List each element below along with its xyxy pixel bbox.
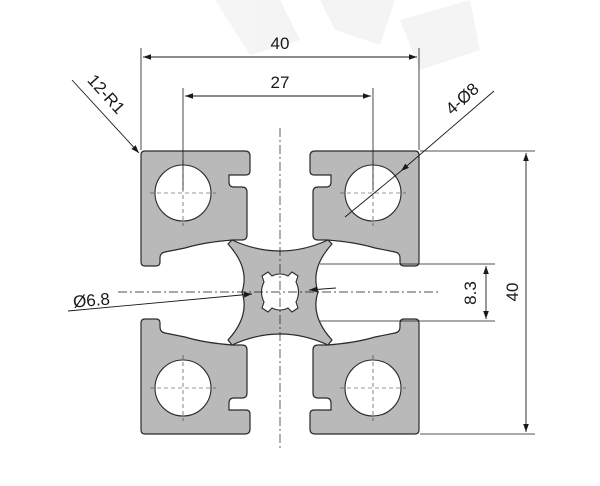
- hole-bottom-left: [154, 359, 212, 417]
- leader-corner-radius: 12-R1: [71, 71, 140, 154]
- center-bore-label: Ø6.8: [72, 289, 110, 311]
- corner-holes-label: 4-Ø8: [442, 79, 483, 118]
- overall-height-label: 40: [503, 283, 522, 302]
- dimension-overall-width: 40: [140, 34, 420, 150]
- dimension-slot-width: 8.3: [320, 263, 495, 322]
- slot-width-label: 8.3: [461, 281, 480, 305]
- leader-center-bore: Ø6.8: [67, 286, 337, 312]
- dimension-hole-spacing: 27: [182, 73, 374, 190]
- hole-bottom-right: [344, 359, 402, 417]
- hole-spacing-label: 27: [271, 73, 290, 92]
- overall-width-label: 40: [271, 34, 290, 53]
- watermark: [215, 0, 480, 70]
- corner-radius-label: 12-R1: [84, 71, 129, 118]
- dimension-overall-height: 40: [420, 150, 535, 435]
